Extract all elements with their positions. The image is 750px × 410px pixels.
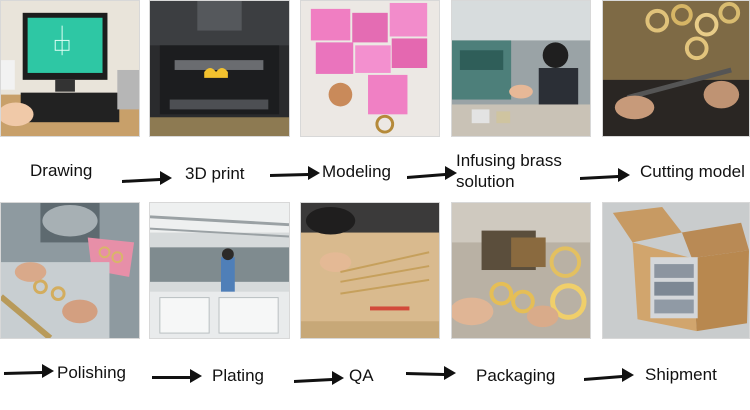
arrow-right-icon <box>120 166 174 188</box>
arrow-right-icon <box>268 162 322 184</box>
step-label-infusing-brass: Infusing brass solution <box>456 150 562 192</box>
photo-shipment <box>602 202 750 339</box>
arrow-right-icon <box>2 360 56 382</box>
step-label-shipment: Shipment <box>645 365 717 384</box>
photo-3d-print <box>149 0 290 137</box>
arrow-right-icon <box>404 362 458 384</box>
photo-qa <box>300 202 440 339</box>
photo-modeling <box>300 0 440 137</box>
arrow-right-icon <box>578 164 632 186</box>
step-label-drawing: Drawing <box>30 161 93 180</box>
step-label-infusing-brass-line2: solution <box>456 172 515 191</box>
arrow-right-icon <box>405 162 459 184</box>
arrow-right-icon <box>582 364 636 386</box>
photo-drawing <box>0 0 140 137</box>
step-label-3d-print: 3D print <box>185 164 245 183</box>
photo-packaging <box>451 202 591 339</box>
photo-polishing <box>0 202 140 339</box>
step-label-plating: Plating <box>212 366 264 385</box>
arrow-right-icon <box>150 365 204 387</box>
step-label-packaging: Packaging <box>476 366 556 385</box>
step-label-modeling: Modeling <box>322 162 391 181</box>
step-label-infusing-brass-line1: Infusing brass <box>456 151 562 170</box>
photo-infusing-brass <box>451 0 591 137</box>
photo-cutting-model <box>602 0 750 137</box>
step-label-polishing: Polishing <box>57 363 126 382</box>
arrow-right-icon <box>292 367 346 389</box>
step-label-cutting-model: Cutting model <box>640 162 745 181</box>
step-label-qa: QA <box>349 366 374 385</box>
photo-plating <box>149 202 290 339</box>
